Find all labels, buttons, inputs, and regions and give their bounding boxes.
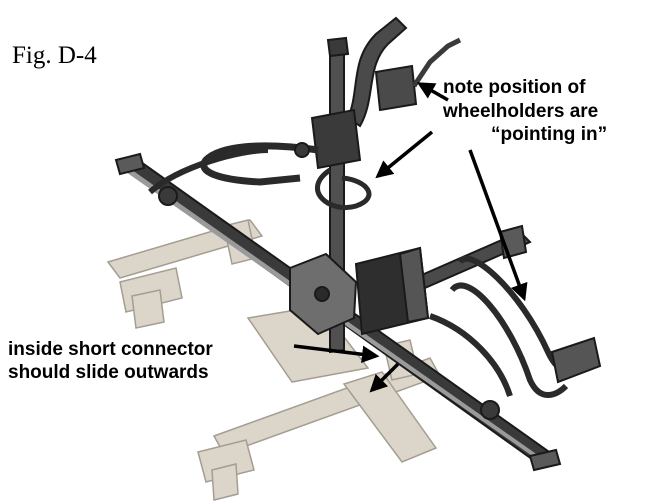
knob-right (480, 400, 500, 420)
knob-mid (294, 142, 310, 158)
callout-connector-line2: should slide outwards (8, 362, 209, 383)
end-cap-left (114, 152, 146, 176)
mast-cap (326, 36, 350, 58)
wheelholder-rail-inner (449, 282, 569, 398)
arrow-to-wheelholder (468, 149, 528, 302)
upper-arm (346, 16, 408, 128)
figure-label: Fig. D-4 (12, 42, 97, 69)
clamp-block (310, 108, 362, 170)
wheelholder-loop (429, 313, 513, 397)
callout-connector-line1: inside short connector (8, 339, 213, 360)
mast-assembly (148, 16, 462, 354)
callout-wheelholders-line2: wheelholders are (443, 101, 599, 122)
separate-clamp (374, 64, 418, 112)
pivot-bolt (314, 286, 330, 302)
pivot-assembly (289, 246, 430, 336)
ghost-upper-foot (131, 289, 165, 329)
arrow-to-arm (375, 130, 434, 179)
callout-wheelholders-line3: “pointing in” (491, 124, 608, 145)
knobs (158, 142, 500, 420)
wheel-cradle-left (148, 147, 269, 195)
arrow-to-connector (293, 344, 380, 363)
end-cap-right (528, 448, 562, 472)
knob-left (158, 186, 178, 206)
arrow-to-clamp (416, 82, 449, 102)
arrow-slide-outwards (369, 362, 400, 393)
separate-clamp-strap (411, 37, 462, 88)
pointer-arrows (293, 82, 528, 393)
ghost-lower-foot (211, 463, 239, 501)
callout-wheelholders-line1: note position of (443, 77, 586, 98)
hitch-block-face (398, 246, 430, 324)
ghost-cross-tube (342, 371, 438, 463)
wheelholder-cap (550, 336, 602, 384)
lower-arm-loop (315, 167, 372, 210)
